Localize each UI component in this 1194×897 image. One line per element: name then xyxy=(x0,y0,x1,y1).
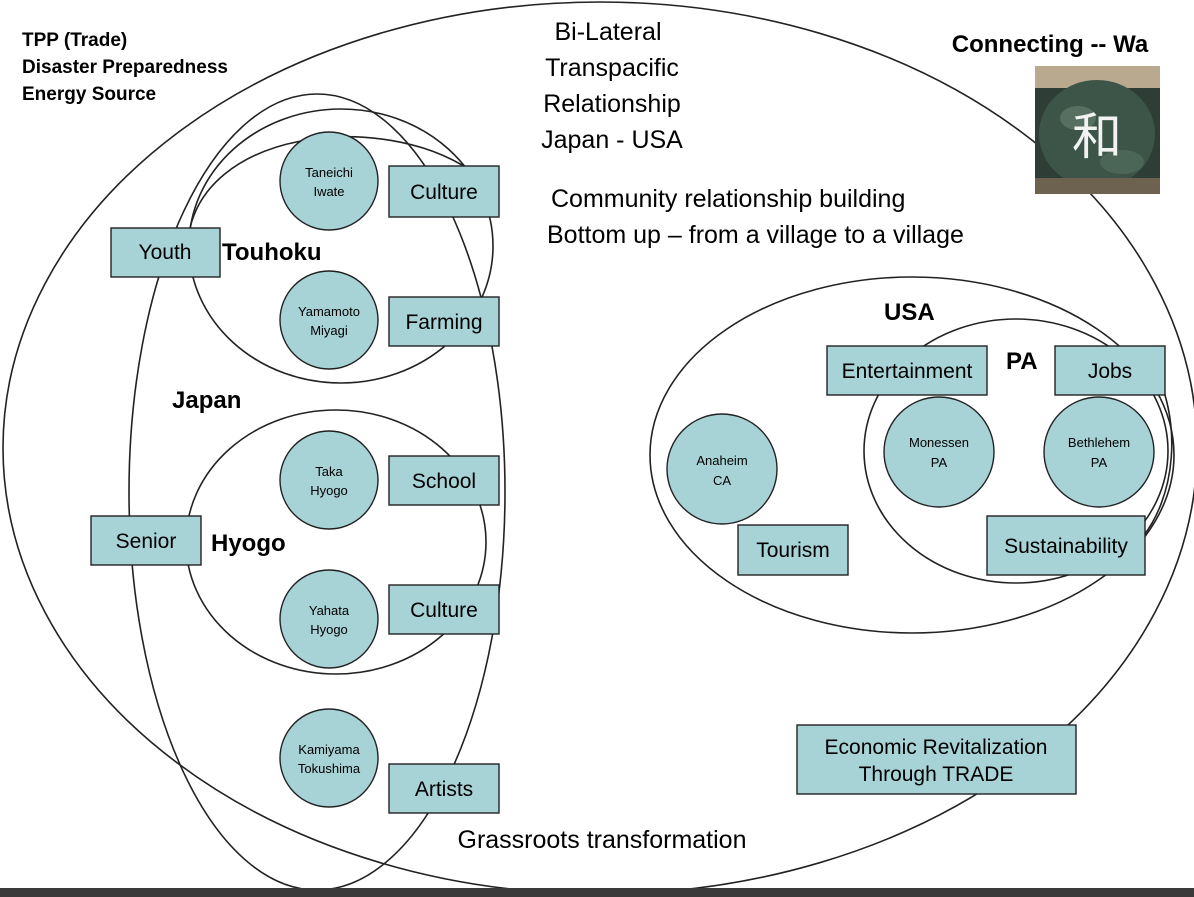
tag-entertainment: Entertainment xyxy=(826,345,988,396)
svg-text:Senior: Senior xyxy=(116,530,177,553)
pa-ellipse xyxy=(863,318,1169,584)
svg-text:Iwate: Iwate xyxy=(313,184,344,199)
svg-text:Kamiyama: Kamiyama xyxy=(298,742,360,757)
community-line-1: Community relationship building xyxy=(551,185,905,213)
city-taka: Taka Hyogo xyxy=(279,430,379,530)
tag-artists: Artists xyxy=(388,763,500,814)
svg-text:Culture: Culture xyxy=(410,599,478,622)
svg-text:Hyogo: Hyogo xyxy=(310,483,348,498)
city-bethlehem: Bethlehem PA xyxy=(1043,396,1155,508)
region-label-pa: PA xyxy=(1006,348,1038,375)
region-label-usa: USA xyxy=(884,299,935,326)
economic-revitalization-box: Economic Revitalization Through TRADE xyxy=(796,724,1077,795)
svg-text:Tourism: Tourism xyxy=(756,539,830,562)
usa-ellipse xyxy=(649,276,1175,634)
svg-text:PA: PA xyxy=(1091,455,1108,470)
svg-text:PA: PA xyxy=(931,455,948,470)
tag-senior: Senior xyxy=(90,515,202,566)
tag-farming: Farming xyxy=(388,296,500,347)
svg-text:CA: CA xyxy=(713,473,731,488)
bottom-bar xyxy=(0,888,1194,897)
connecting-wa-label: Connecting -- Wa xyxy=(952,31,1149,58)
city-kamiyama: Kamiyama Tokushima xyxy=(279,708,379,808)
svg-text:Artists: Artists xyxy=(415,778,473,801)
corner-notes: TPP (Trade) Disaster Preparedness Energy… xyxy=(22,30,228,105)
community-line-2: Bottom up – from a village to a village xyxy=(547,221,964,249)
footer-grassroots: Grassroots transformation xyxy=(458,826,747,854)
svg-text:Culture: Culture xyxy=(410,181,478,204)
svg-text:Taneichi: Taneichi xyxy=(305,165,353,180)
svg-text:Bethlehem: Bethlehem xyxy=(1068,435,1130,450)
svg-text:Tokushima: Tokushima xyxy=(298,761,361,776)
svg-text:Entertainment: Entertainment xyxy=(842,360,973,383)
title-line-4: Japan - USA xyxy=(541,126,683,154)
title-line-3: Relationship xyxy=(543,90,681,118)
corner-note-disaster: Disaster Preparedness xyxy=(22,57,228,78)
wa-stone-image: 和 xyxy=(1035,66,1160,194)
city-anaheim: Anaheim CA xyxy=(666,413,778,525)
city-yahata: Yahata Hyogo xyxy=(279,569,379,669)
svg-text:Yahata: Yahata xyxy=(309,603,350,618)
corner-note-trade: TPP (Trade) xyxy=(22,30,127,51)
region-label-japan: Japan xyxy=(172,387,241,414)
svg-text:Yamamoto: Yamamoto xyxy=(298,304,360,319)
tag-youth: Youth xyxy=(110,227,221,278)
svg-text:Jobs: Jobs xyxy=(1088,360,1132,383)
svg-text:Sustainability: Sustainability xyxy=(1004,535,1128,558)
title-line-1: Bi-Lateral xyxy=(555,18,662,46)
tag-culture-touhoku: Culture xyxy=(388,165,500,218)
title-line-2: Transpacific xyxy=(545,54,679,82)
city-monessen: Monessen PA xyxy=(883,396,995,508)
tag-school: School xyxy=(388,455,500,506)
svg-text:Youth: Youth xyxy=(139,241,192,264)
svg-text:School: School xyxy=(412,470,476,493)
tag-culture-hyogo: Culture xyxy=(388,584,500,635)
svg-text:Monessen: Monessen xyxy=(909,435,969,450)
tag-jobs: Jobs xyxy=(1054,345,1166,396)
wa-kanji: 和 xyxy=(1072,108,1122,166)
tag-sustainability: Sustainability xyxy=(986,515,1146,576)
svg-text:Hyogo: Hyogo xyxy=(310,622,348,637)
region-label-hyogo: Hyogo xyxy=(211,530,286,557)
tag-tourism: Tourism xyxy=(737,524,849,576)
economic-line-1: Economic Revitalization xyxy=(825,736,1048,759)
svg-text:Miyagi: Miyagi xyxy=(310,323,348,338)
city-taneichi: Taneichi Iwate xyxy=(279,131,379,231)
corner-note-energy: Energy Source xyxy=(22,84,156,105)
region-label-touhoku: Touhoku xyxy=(222,239,322,266)
svg-text:Anaheim: Anaheim xyxy=(696,453,747,468)
svg-text:Farming: Farming xyxy=(405,311,482,334)
economic-line-2: Through TRADE xyxy=(859,763,1014,786)
svg-text:Taka: Taka xyxy=(315,464,343,479)
main-title: Bi-Lateral Transpacific Relationship Jap… xyxy=(541,18,683,154)
city-yamamoto: Yamamoto Miyagi xyxy=(279,270,379,370)
